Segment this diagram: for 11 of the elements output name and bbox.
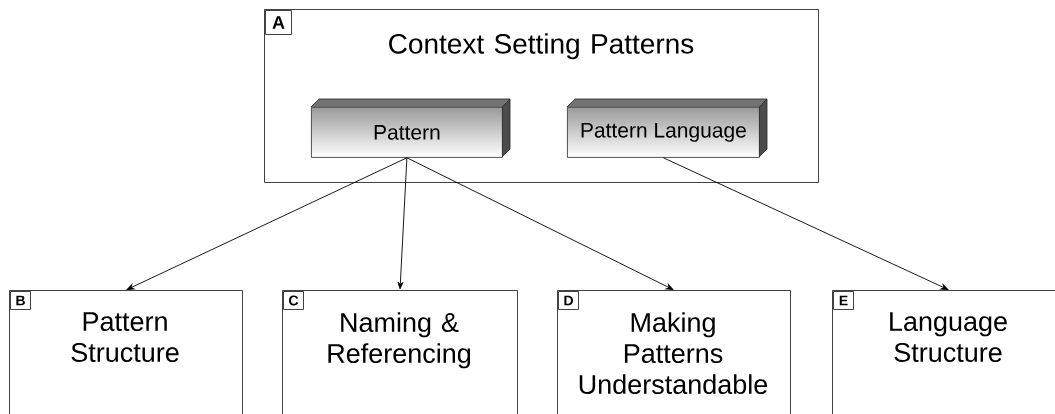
- panel-title: Context Setting Patterns: [389, 33, 694, 60]
- arrow: [406, 157, 674, 290]
- arrow: [397, 157, 408, 290]
- arrow: [126, 157, 408, 290]
- panel-title: Making Patterns Understandable: [579, 312, 768, 394]
- panel-title: Naming & Referencing: [328, 312, 471, 369]
- panel-title: Language Structure: [890, 312, 1007, 363]
- panel-title: Pattern Structure: [71, 312, 179, 363]
- block-box: Pattern Language: [566, 98, 768, 158]
- block-box: Pattern: [310, 98, 511, 158]
- arrow: [662, 157, 949, 290]
